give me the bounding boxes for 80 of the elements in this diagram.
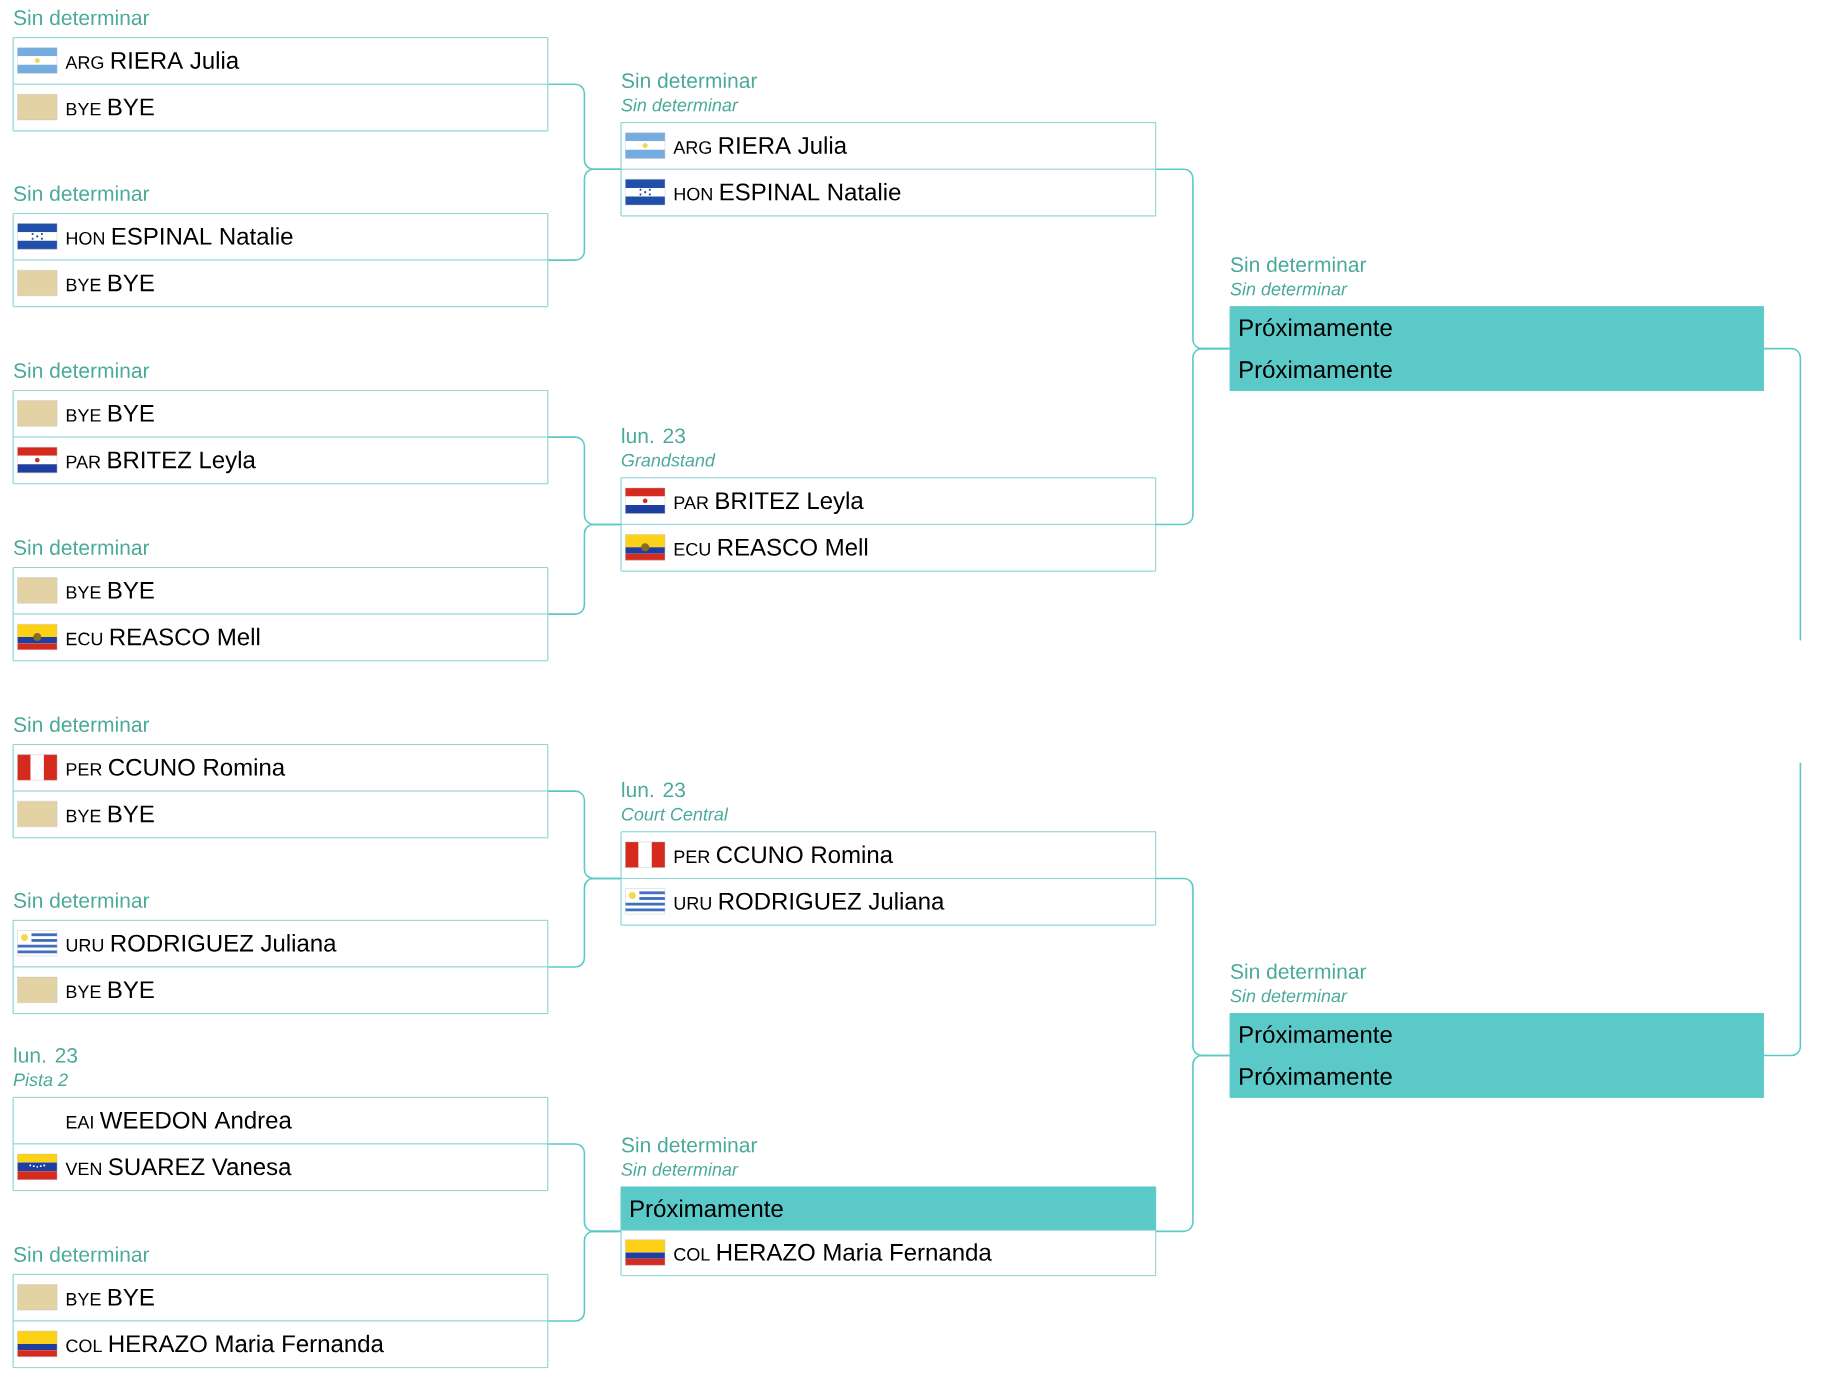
pending-slot: Próximamente <box>620 1186 1157 1231</box>
country-code: HON <box>66 231 104 245</box>
player-name: RODRIGUEZ Juliana <box>719 892 945 910</box>
match-date: Sin determinar <box>14 892 150 908</box>
match-date: lun. 23 <box>14 1047 78 1063</box>
court-name: Court Central <box>621 807 729 821</box>
player-name: ESPINAL Natalie <box>720 182 901 201</box>
bracket-connector <box>1155 1054 1231 1233</box>
player-name: BRITEZ Leyla <box>716 491 864 514</box>
country-code: ARG <box>673 141 711 154</box>
country-code: BYE <box>66 278 101 292</box>
player-name: HERAZO Maria Fernanda <box>109 1334 384 1353</box>
country-code: BYE <box>66 809 101 823</box>
country-code: VEN <box>65 1162 101 1175</box>
player-name: BYE <box>108 274 154 292</box>
bracket-connector <box>547 168 622 261</box>
court-name: Sin determinar <box>1230 989 1348 1003</box>
bracket-connector <box>547 523 622 615</box>
player-name: REASCO Mell <box>110 627 260 646</box>
match-date: lun. 23 <box>622 427 685 444</box>
player-name: RIERA Julia <box>719 136 848 154</box>
pending-slot: Próximamente <box>1229 348 1764 391</box>
country-code: PER <box>66 763 102 776</box>
player-name: REASCO Mell <box>718 538 868 556</box>
country-code: ECU <box>674 542 710 556</box>
court-name: Sin determinar <box>621 98 739 112</box>
country-code: URU <box>674 897 711 910</box>
match-date: Sin determinar <box>14 539 150 556</box>
match-date: Sin determinar <box>1230 256 1367 273</box>
match-date: Sin determinar <box>14 362 150 379</box>
player-name: WEEDON Andrea <box>99 1111 292 1129</box>
country-code: EAI <box>66 1116 93 1129</box>
pending-slot: Próximamente <box>1229 1055 1764 1098</box>
match-date: lun. 23 <box>622 781 685 798</box>
player-name: ESPINAL Natalie <box>112 227 293 245</box>
player-name: BYE <box>108 1288 154 1306</box>
player-name: SUAREZ Vanesa <box>108 1158 292 1176</box>
match-date: Sin determinar <box>621 1137 758 1153</box>
country-code: HON <box>674 187 712 201</box>
player-name: BYE <box>108 805 154 823</box>
country-code: ECU <box>66 632 103 646</box>
pending-slot: Próximamente <box>1229 1013 1764 1056</box>
bracket-connector <box>1155 347 1231 526</box>
court-name: Sin determinar <box>621 1162 739 1176</box>
pending-slot: Próximamente <box>1229 306 1764 349</box>
country-code: PAR <box>674 496 709 509</box>
bracket-connector <box>1763 761 1802 1057</box>
match-date: Sin determinar <box>14 9 150 26</box>
court-name: Sin determinar <box>1230 282 1348 296</box>
country-code: BYE <box>66 586 101 599</box>
match-date: Sin determinar <box>621 72 758 89</box>
match-date: Sin determinar <box>14 716 150 733</box>
player-name: CCUNO Romina <box>109 758 286 776</box>
player-name: RODRIGUEZ Juliana <box>111 934 337 952</box>
country-code: BYE <box>66 102 101 116</box>
player-name: RIERA Julia <box>111 51 240 69</box>
bracket-connector <box>1763 347 1802 642</box>
country-code: ARG <box>65 56 104 69</box>
match-date: Sin determinar <box>1230 963 1367 979</box>
court-name: Grandstand <box>621 453 716 467</box>
player-name: BYE <box>108 405 154 422</box>
player-name: BRITEZ Leyla <box>108 450 256 474</box>
court-name: Pista 2 <box>13 1072 68 1087</box>
country-code: PAR <box>66 455 101 469</box>
country-code: COL <box>674 1248 710 1261</box>
bracket-connector <box>547 877 622 968</box>
match-date: Sin determinar <box>14 185 150 201</box>
player-name: HERAZO Maria Fernanda <box>717 1243 992 1261</box>
country-code: URU <box>66 939 103 952</box>
country-code: PER <box>674 850 710 863</box>
country-code: BYE <box>66 985 101 998</box>
player-name: BYE <box>108 98 154 116</box>
country-code: COL <box>66 1339 102 1353</box>
match-date: Sin determinar <box>14 1246 150 1262</box>
player-name: CCUNO Romina <box>716 845 894 864</box>
country-code: BYE <box>66 409 101 422</box>
player-name: BYE <box>108 981 154 998</box>
country-code: BYE <box>66 1293 101 1306</box>
player-name: BYE <box>108 582 154 599</box>
bracket-connector <box>547 1230 622 1322</box>
